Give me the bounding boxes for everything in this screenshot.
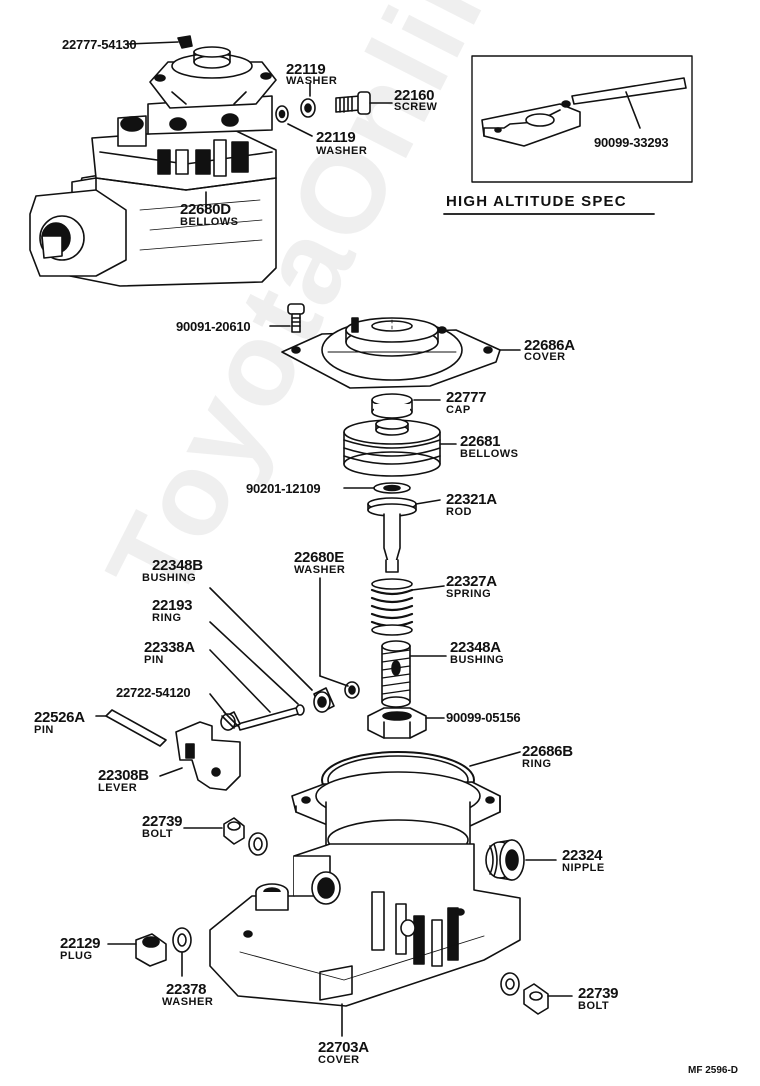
- label-22739-bot-name: BOLT: [578, 1000, 610, 1012]
- label-22681-name: BELLOWS: [460, 448, 519, 460]
- label-22338a: 22338A: [144, 639, 195, 656]
- figure-code: MF 2596-D: [688, 1065, 739, 1076]
- label-22777: 22777: [446, 389, 487, 406]
- housing-22703a-shape: [209, 771, 521, 1037]
- label-22324: 22324: [562, 847, 603, 864]
- inset-title: HIGH ALTITUDE SPEC: [446, 193, 627, 210]
- bolt-22739-left-shape: [183, 817, 268, 856]
- label-22777-54130: 22777-54130: [62, 37, 137, 52]
- label-22686a-name: COVER: [524, 351, 566, 363]
- label-22680e: 22680E: [294, 549, 344, 566]
- label-22338a-name: PIN: [144, 654, 164, 666]
- label-22348a: 22348A: [450, 639, 501, 656]
- label-22681: 22681: [460, 433, 501, 450]
- plug-washer-shape: [107, 927, 192, 977]
- label-22324-name: NIPPLE: [562, 862, 605, 874]
- label-22680d: 22680D: [180, 201, 231, 218]
- label-90201-12109: 90201-12109: [246, 481, 321, 496]
- label-22308b-name: LEVER: [98, 782, 138, 794]
- label-22321a-name: ROD: [446, 506, 472, 518]
- label-22119-bot-name: WASHER: [316, 145, 368, 157]
- label-22378-name: WASHER: [162, 996, 214, 1008]
- label-22680e-name: WASHER: [294, 564, 346, 576]
- pin-22526a-shape: [95, 709, 167, 747]
- label-90091-20610: 90091-20610: [176, 319, 251, 334]
- label-22686a: 22686A: [524, 337, 575, 354]
- label-22722-54120: 22722-54120: [116, 685, 191, 700]
- label-22526a-name: PIN: [34, 724, 54, 736]
- bolt-22739-right-shape: [500, 972, 573, 1015]
- lever-22308b-shape: [159, 693, 241, 791]
- bushing-22348a-shape: [381, 640, 447, 708]
- bellows-22681-shape: [343, 418, 457, 477]
- label-22327a-name: SPRING: [446, 588, 492, 600]
- label-22193-name: RING: [152, 612, 182, 624]
- label-22308b: 22308B: [98, 767, 149, 784]
- label-22739-bot: 22739: [578, 985, 619, 1002]
- label-22703a: 22703A: [318, 1039, 369, 1056]
- label-22378: 22378: [166, 981, 207, 998]
- label-22193: 22193: [152, 597, 193, 614]
- cap-22777-shape: [371, 393, 441, 419]
- label-22739-top: 22739: [142, 813, 183, 830]
- label-90099-05156: 90099-05156: [446, 710, 521, 725]
- label-22526a: 22526A: [34, 709, 85, 726]
- label-22739-top-name: BOLT: [142, 828, 174, 840]
- spring-22327a-shape: [370, 578, 445, 636]
- label-22680d-name: BELLOWS: [180, 216, 239, 228]
- label-22119-top-name: WASHER: [286, 75, 338, 87]
- label-22686b: 22686B: [522, 743, 573, 760]
- label-22160-name: SCREW: [394, 101, 438, 113]
- label-22129-name: PLUG: [60, 950, 93, 962]
- label-22348a-name: BUSHING: [450, 654, 505, 666]
- high-altitude-inset: [443, 55, 693, 215]
- label-22129: 22129: [60, 935, 101, 952]
- label-22777-name: CAP: [446, 404, 471, 416]
- label-90099-33293: 90099-33293: [594, 135, 669, 150]
- rod-22321a-shape: [367, 497, 441, 573]
- clip-22777-54130-shape: [127, 35, 193, 49]
- bolt-90091-shape: [269, 303, 305, 333]
- label-22686b-name: RING: [522, 758, 552, 770]
- label-22119-bot: 22119: [316, 129, 356, 146]
- label-22160: 22160: [394, 87, 435, 104]
- injection-pump-assembly: [29, 46, 277, 287]
- washer-screw-group: [275, 83, 393, 137]
- label-22348b: 22348B: [152, 557, 203, 574]
- washer-90201-shape: [343, 482, 411, 494]
- left-small-parts: [209, 577, 360, 731]
- label-22703a-name: COVER: [318, 1054, 360, 1066]
- cover-22686a-shape: [281, 317, 521, 389]
- label-22119-top: 22119: [286, 61, 326, 78]
- nipple-22324-shape: [485, 839, 557, 881]
- nut-90099-05156-shape: [367, 707, 445, 739]
- label-22327a: 22327A: [446, 573, 497, 590]
- label-22348b-name: BUSHING: [142, 572, 197, 584]
- label-22321a: 22321A: [446, 491, 497, 508]
